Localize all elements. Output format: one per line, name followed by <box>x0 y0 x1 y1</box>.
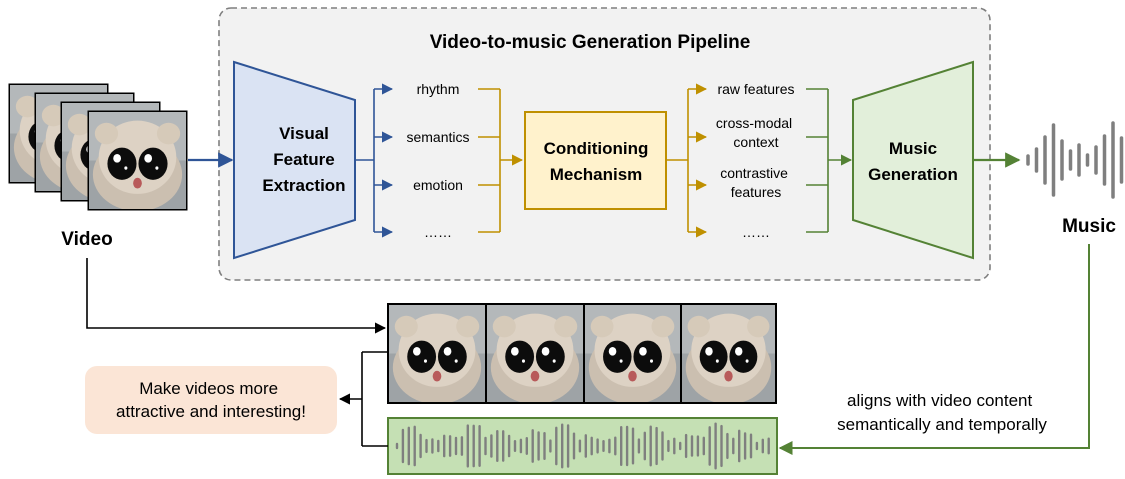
condition-contrastive-features: contrastive features <box>720 165 792 200</box>
conditioning-mechanism-block <box>524 111 667 210</box>
feature-more: …… <box>424 224 452 240</box>
alignment-caption: aligns with video content semantically a… <box>837 391 1047 434</box>
video-frame-stack <box>8 83 188 211</box>
feature-semantics: semantics <box>406 129 469 145</box>
feature-rhythm: rhythm <box>417 81 460 97</box>
music-label: Music <box>1062 216 1116 237</box>
feature-merge-lines <box>478 88 524 233</box>
generated-music-waveform-icon <box>395 422 770 470</box>
music-waveform-icon <box>1026 121 1124 199</box>
callout-box <box>85 366 337 434</box>
music-to-strip-arrow <box>778 244 1090 455</box>
condition-fanout <box>666 83 708 238</box>
pipeline-title: Video-to-music Generation Pipeline <box>430 32 751 53</box>
music-generation-block <box>852 60 974 260</box>
visual-feature-fanout <box>355 83 394 238</box>
video-frame-strip <box>387 303 777 404</box>
video-label: Video <box>61 229 112 250</box>
visual-feature-extraction-block <box>233 60 356 260</box>
condition-more: …… <box>742 224 770 240</box>
condition-merge-lines <box>806 88 853 233</box>
feature-emotion: emotion <box>413 177 463 193</box>
strip-to-callout-bracket <box>338 351 388 447</box>
generated-music-strip <box>387 417 778 475</box>
condition-raw-features: raw features <box>717 81 794 97</box>
condition-cross-modal-context: cross-modal context <box>716 115 796 150</box>
video-to-strip-arrow <box>86 258 387 334</box>
callout-text: Make videos more attractive and interest… <box>116 379 306 421</box>
